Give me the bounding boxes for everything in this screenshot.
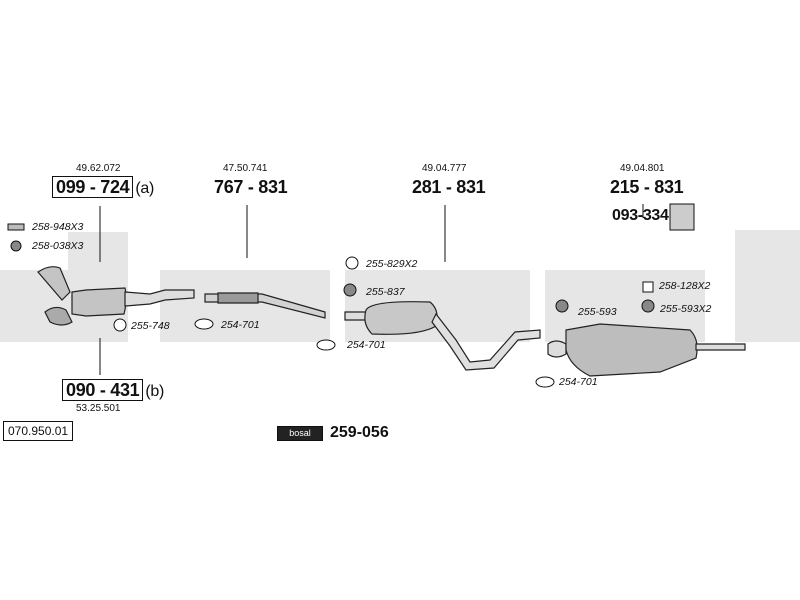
- ref-label: 255-748: [131, 320, 170, 332]
- intermediate-pipe: [204, 292, 326, 319]
- ref-label: 255-837: [366, 286, 405, 298]
- front-pipe-catalyst: [37, 266, 195, 326]
- variant-suffix: (b): [145, 383, 165, 400]
- ref-label: 258-038X3: [32, 240, 84, 252]
- oem-number: 47.50.741: [223, 163, 268, 174]
- ref-label: 255-593: [578, 306, 617, 318]
- part-number[interactable]: 099 - 724(a): [52, 176, 155, 198]
- part-number-box: 099 - 724: [52, 176, 134, 198]
- brand-logo: bosal: [277, 426, 323, 441]
- ref-label: 254-701: [559, 376, 598, 388]
- oem-number: 49.04.801: [620, 163, 665, 174]
- part-number[interactable]: 281 - 831: [412, 177, 486, 197]
- part-number[interactable]: 767 - 831: [214, 177, 288, 197]
- ref-label: 254-701: [347, 339, 386, 351]
- alt-part-number-box: 090 - 431: [62, 379, 144, 401]
- ref-label: 254-701: [221, 319, 260, 331]
- rear-silencer: [547, 323, 746, 377]
- alt-part-number[interactable]: 090 - 431(b): [62, 379, 165, 401]
- leader-lines: [99, 204, 644, 375]
- middle-muffler: [344, 301, 541, 371]
- ref-label: 258-128X2: [659, 280, 711, 292]
- oem-number: 49.62.072: [76, 163, 121, 174]
- oem-number: 49.04.777: [422, 163, 467, 174]
- catalog-number: 070.950.01: [3, 421, 74, 441]
- brand-part-number[interactable]: 259-056: [330, 424, 389, 441]
- extra-part-number[interactable]: 093-334: [612, 207, 669, 224]
- part-number[interactable]: 215 - 831: [610, 177, 684, 197]
- variant-suffix: (a): [135, 180, 155, 197]
- clamp-icons: [7, 203, 695, 388]
- ref-label: 255-829X2: [366, 258, 418, 270]
- watermark-block: [735, 230, 800, 342]
- ref-label: 258-948X3: [32, 221, 84, 233]
- ref-label: 255-593X2: [660, 303, 712, 315]
- alt-oem-number: 53.25.501: [76, 403, 121, 414]
